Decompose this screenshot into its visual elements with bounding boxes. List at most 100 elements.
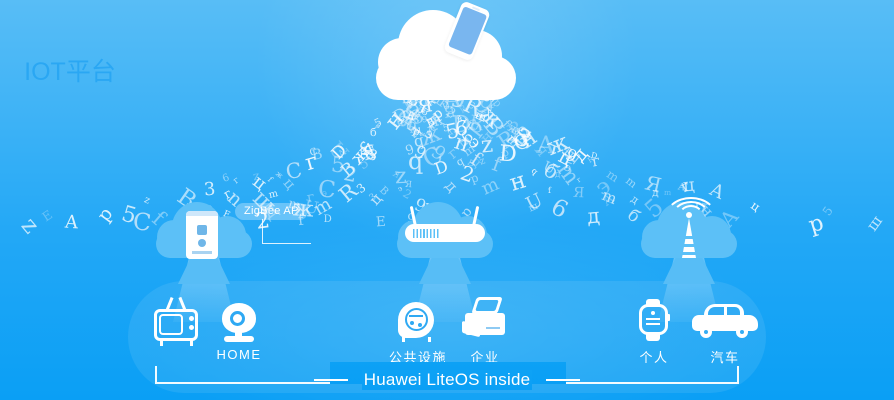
letter-particle: г xyxy=(302,148,321,176)
letter-particle: m xyxy=(267,187,279,201)
letter-particle: 2 xyxy=(457,160,478,188)
smartwatch-icon xyxy=(630,297,678,343)
letter-particle: E xyxy=(360,141,379,165)
letter-particle: U xyxy=(523,189,547,216)
letter-particle: ж xyxy=(409,108,424,123)
letter-particle: ц xyxy=(280,175,299,193)
gateway-device-icon xyxy=(186,211,218,259)
letter-particle: q xyxy=(408,146,424,175)
letter-particle: C xyxy=(316,176,337,204)
letter-particle: н xyxy=(506,166,530,197)
letter-particle: ц xyxy=(248,171,271,195)
webcam-neck xyxy=(235,330,242,337)
liteos-footer: Huawei LiteOS inside xyxy=(0,370,894,390)
letter-particle: A xyxy=(408,122,425,142)
letter-particle: q xyxy=(454,155,466,170)
letter-particle: f xyxy=(547,184,551,195)
watch-case xyxy=(639,304,668,335)
letter-particle: B xyxy=(425,116,438,131)
letter-particle: ц xyxy=(554,145,577,171)
letter-particle: m xyxy=(460,141,478,160)
letter-particle: 5 xyxy=(441,122,450,135)
letter-particle: 5 xyxy=(372,114,385,130)
letter-particle: 2 xyxy=(342,161,360,188)
letter-particle: A xyxy=(676,181,686,194)
cloud-base xyxy=(376,56,516,100)
letter-particle: ж xyxy=(474,100,508,134)
watch-crown xyxy=(667,314,670,321)
letter-particle: э xyxy=(464,132,487,153)
letter-particle: z xyxy=(456,112,461,121)
letter-particle: p xyxy=(93,203,118,226)
letter-particle: U xyxy=(458,115,475,133)
letter-particle: p xyxy=(411,124,423,139)
letter-particle: 5 xyxy=(355,155,373,174)
letter-particle: Я xyxy=(391,167,403,180)
letter-particle: D xyxy=(450,109,472,139)
letter-particle: D xyxy=(590,150,599,161)
letter-particle: B xyxy=(377,184,391,199)
letter-particle: p xyxy=(498,145,511,160)
letter-particle: б xyxy=(622,205,644,228)
letter-particle: z xyxy=(477,155,487,168)
letter-particle: 5 xyxy=(373,120,383,131)
printer-slot xyxy=(486,327,500,329)
letter-particle: C xyxy=(283,157,304,185)
letter-particle: U xyxy=(540,158,558,179)
meter-leg xyxy=(402,337,405,342)
letter-particle: 2 xyxy=(442,103,459,123)
letter-particle: f xyxy=(488,101,495,116)
letter-particle: z xyxy=(142,194,152,207)
letter-particle: n xyxy=(451,129,473,157)
letter-particle: 3 xyxy=(354,180,369,197)
device-car[interactable]: 汽车 xyxy=(690,297,760,366)
tv-screen xyxy=(159,314,183,335)
footer-rule-right xyxy=(546,379,581,381)
device-label-car: 汽车 xyxy=(710,350,740,365)
letter-particle: 5 xyxy=(118,200,140,230)
letter-particle: 9 xyxy=(411,141,431,164)
watch-band-top xyxy=(646,299,660,307)
television-icon xyxy=(148,297,204,346)
letter-particle: ж xyxy=(425,120,437,133)
tv-knob xyxy=(189,325,194,330)
letter-particle: н xyxy=(514,124,542,155)
letter-particle: 5 xyxy=(819,203,836,218)
device-enterprise[interactable]: 企业 xyxy=(460,297,510,366)
letter-particle: э xyxy=(395,183,404,194)
letter-particle: Я xyxy=(642,171,664,198)
letter-particle: 5 xyxy=(419,106,431,119)
letter-particle: z xyxy=(394,163,408,190)
letter-particle: A xyxy=(397,110,420,135)
letter-particle: 9 xyxy=(426,140,450,166)
letter-particle: д xyxy=(554,169,561,180)
webcam-lens xyxy=(230,311,245,326)
tv-body xyxy=(154,309,198,341)
letter-particle: д xyxy=(566,142,593,166)
letter-particle: m xyxy=(622,173,640,191)
letter-particle: н xyxy=(511,135,522,145)
device-television[interactable] xyxy=(148,297,204,346)
letter-particle: m xyxy=(599,185,620,209)
letter-particle: ц xyxy=(681,174,696,197)
letter-particle: E xyxy=(39,207,56,225)
letter-particle: 5 xyxy=(561,158,575,175)
letter-particle: 3 xyxy=(407,106,427,130)
meter-leg xyxy=(428,337,431,342)
device-label-personal: 个人 xyxy=(639,350,669,365)
letter-particle: г xyxy=(221,186,235,204)
device-personal[interactable]: 个人 xyxy=(630,297,678,366)
letter-particle: г xyxy=(305,189,316,207)
letter-particle: ж xyxy=(505,119,523,138)
letter-particle: э xyxy=(590,173,616,202)
letter-particle: C xyxy=(308,145,319,159)
watch-band-bottom xyxy=(646,333,660,341)
tv-knob xyxy=(189,316,194,321)
letter-particle: R xyxy=(504,117,528,143)
letter-particle: 9 xyxy=(421,113,429,125)
letter-particle: д xyxy=(652,186,660,200)
letter-particle: г xyxy=(502,131,520,149)
device-webcam[interactable]: HOME xyxy=(214,297,264,362)
device-public-facility[interactable]: 公共设施 xyxy=(389,297,446,366)
